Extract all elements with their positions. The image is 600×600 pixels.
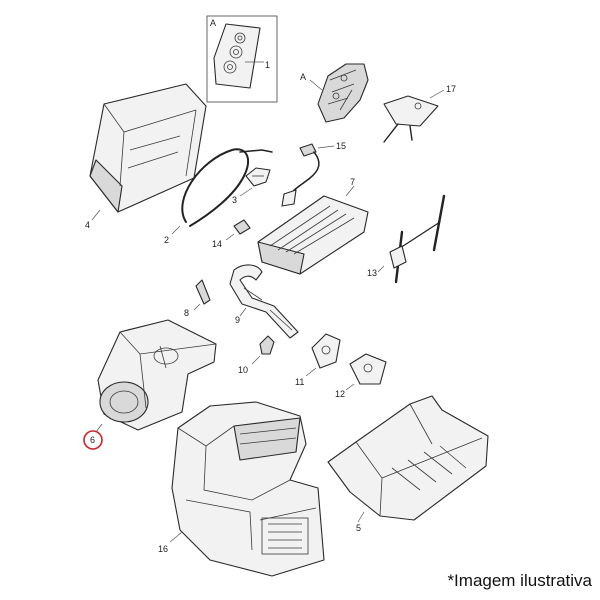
- callout-9: 9: [235, 315, 240, 325]
- inset-letter: A: [210, 18, 216, 28]
- part-a-control-module[interactable]: A: [300, 63, 369, 123]
- inset-a: A 1: [206, 15, 278, 103]
- part-8-clamp[interactable]: 8: [184, 279, 211, 318]
- callout-12: 12: [335, 389, 345, 399]
- part-4-air-box[interactable]: 4: [85, 83, 207, 230]
- part-10-connector[interactable]: 10: [238, 335, 275, 375]
- part-14-clip[interactable]: 14: [212, 219, 251, 249]
- part-15-sensor[interactable]: 15: [281, 141, 346, 207]
- callout-14: 14: [212, 239, 222, 249]
- part-6-blower-housing[interactable]: 6: [83, 319, 217, 450]
- part-3-clip[interactable]: 3: [232, 167, 271, 205]
- callout-17: 17: [446, 84, 456, 94]
- callout-6: 6: [90, 435, 95, 445]
- part-9-hoses[interactable]: 9: [229, 264, 299, 339]
- illustrative-caption: *Imagem ilustrativa: [447, 571, 592, 590]
- callout-15: 15: [336, 141, 346, 151]
- part-12-actuator[interactable]: 12: [335, 353, 387, 399]
- callout-3: 3: [232, 195, 237, 205]
- part-17-bracket[interactable]: 17: [383, 84, 456, 143]
- callout-2: 2: [164, 235, 169, 245]
- callout-5: 5: [356, 523, 361, 533]
- part-11-actuator[interactable]: 11: [295, 333, 341, 387]
- part-7-heater-core[interactable]: 7: [257, 177, 369, 275]
- callout-a: A: [300, 72, 306, 82]
- callout-7: 7: [350, 177, 355, 187]
- part-16-hvac-case[interactable]: 16: [158, 401, 325, 577]
- callout-11: 11: [295, 377, 304, 387]
- callout-16: 16: [158, 544, 168, 554]
- callout-6-highlight-ring: [83, 430, 103, 450]
- part-5-lower-frame[interactable]: 5: [327, 395, 489, 533]
- callout-4: 4: [85, 220, 90, 230]
- callout-10: 10: [238, 365, 248, 375]
- callout-13: 13: [367, 268, 377, 278]
- part-2-cable[interactable]: 2: [164, 148, 273, 245]
- callout-1: 1: [265, 60, 270, 70]
- callout-8: 8: [184, 308, 189, 318]
- part-13-bracket[interactable]: 13: [367, 194, 446, 284]
